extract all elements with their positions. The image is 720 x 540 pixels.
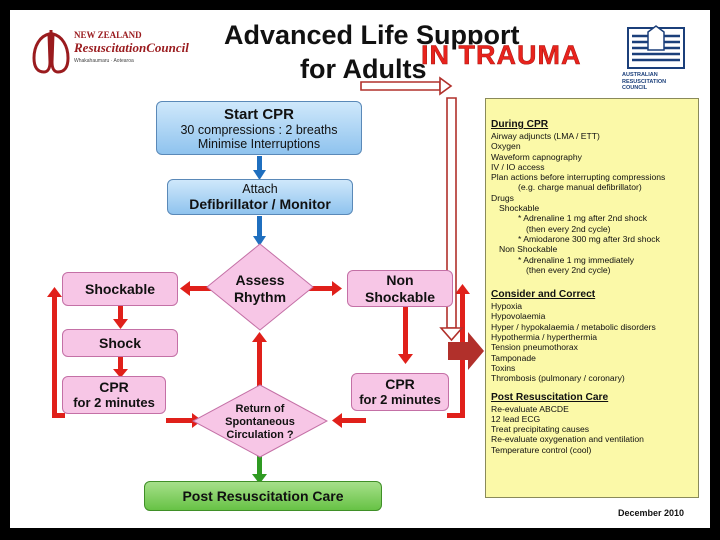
slide-card: NEW ZEALAND ResuscitationCouncil Whakaha… [10, 10, 710, 528]
arc-emblem-icon [627, 25, 685, 69]
consider-pointer-arrow [448, 332, 484, 370]
rosc-line2: Spontaneous [225, 416, 295, 428]
consider-item: Toxins [491, 362, 516, 373]
consider-item: Hypoxia [491, 301, 523, 312]
cpr-left-line2: for 2 minutes [73, 395, 155, 410]
cpr-right-box: CPR for 2 minutes [351, 373, 449, 411]
during-item: Oxygen [491, 141, 521, 152]
rosc-line1: Return of [235, 403, 285, 415]
rosc-line3: Circulation ? [226, 429, 294, 441]
nz-resuscitation-council-logo: NEW ZEALAND ResuscitationCouncil Whakaha… [30, 28, 195, 80]
panel-gap [491, 384, 694, 392]
during-item: (then every 2nd cycle) [526, 223, 611, 234]
in-trauma-overlay: IN TRAUMA [421, 40, 582, 71]
during-item: * Amiodarone 300 mg after 3rd shock [518, 233, 660, 244]
consider-item: Tamponade [491, 352, 536, 363]
consider-item: Tension pneumothorax [491, 342, 578, 353]
start-cpr-box: Start CPR 30 compressions : 2 breaths Mi… [156, 101, 362, 155]
date-footer: December 2010 [618, 508, 685, 518]
arc-logo-text: AUSTRALIAN RESUSCITATION COUNCIL [622, 72, 666, 92]
cpr-left-line1: CPR [99, 379, 129, 395]
lungs-icon [32, 30, 70, 74]
during-item: Waveform capnography [491, 151, 582, 162]
start-cpr-line2: Minimise Interruptions [197, 136, 321, 151]
during-item: Non Shockable [499, 244, 558, 255]
cpr-right-line2: for 2 minutes [359, 392, 441, 407]
nz-logo-line2: ResuscitationCouncil [74, 40, 189, 55]
non-shockable-line1: Non [386, 271, 414, 288]
arc-line2: RESUSCITATION [622, 78, 667, 85]
during-item: Airway adjuncts (LMA / ETT) [491, 131, 600, 141]
panel-top-gap [491, 105, 694, 119]
cpr-right-line1: CPR [385, 376, 415, 392]
arc-line1: AUSTRALIAN [622, 72, 658, 78]
assess-rhythm-label: Assess Rhythm [226, 272, 294, 306]
shock-label: Shock [98, 335, 141, 351]
info-panel: During CPR Airway adjuncts (LMA / ETT) O… [485, 98, 699, 498]
during-item: Shockable [499, 203, 540, 214]
during-item: Drugs [491, 192, 514, 203]
rosc-label: Return of Spontaneous Circulation ? [220, 403, 300, 442]
consider-item: Hypovolaemia [491, 311, 546, 322]
attach-defib-box: Attach Defibrillator / Monitor [167, 179, 353, 215]
attach-line1: Attach [242, 182, 278, 196]
cpr-left-box: CPR for 2 minutes [62, 376, 166, 414]
arc-logo: AUSTRALIAN RESUSCITATION COUNCIL [622, 24, 700, 104]
start-cpr-title: Start CPR [223, 105, 294, 123]
post-item: Treat precipitating causes [491, 424, 590, 435]
during-item: * Adrenaline 1 mg immediately [518, 254, 635, 265]
during-item: (e.g. charge manual defibrillator) [518, 182, 642, 193]
consider-item: Hypothermia / hyperthermia [491, 332, 598, 343]
attach-line2: Defibrillator / Monitor [189, 196, 331, 212]
start-cpr-line1: 30 compressions : 2 breaths [180, 122, 338, 137]
post-item: Re-evaluate oxygenation and ventilation [491, 434, 644, 445]
assess-rhythm-diamond [206, 243, 314, 331]
title-line1: Advanced Life Support [224, 20, 520, 50]
blue-arrows [253, 156, 266, 246]
shockable-box: Shockable [62, 272, 178, 306]
green-arrow [252, 456, 267, 484]
during-cpr-heading: During CPR [491, 119, 549, 130]
nz-logo-line3: Whakahaumaru · Aotearoa [74, 58, 134, 64]
panel-gap [491, 275, 694, 289]
during-item: IV / IO access [491, 161, 545, 172]
post-item: Re-evaluate ABCDE [491, 403, 569, 414]
nz-logo-line1: NEW ZEALAND [74, 30, 142, 40]
rosc-diamond [192, 384, 328, 458]
arc-line3: COUNCIL [622, 85, 648, 91]
non-shockable-box: Non Shockable [347, 270, 453, 307]
post-care-label: Post Resuscitation Care [182, 488, 344, 504]
post-item: Temperature control (cool) [491, 444, 592, 455]
consider-correct-heading: Consider and Correct [491, 289, 596, 301]
non-shockable-line2: Shockable [364, 288, 436, 305]
during-item: * Adrenaline 1 mg after 2nd shock [518, 213, 647, 224]
consider-item: Hyper / hypokalaemia / metabolic disorde… [491, 321, 656, 332]
post-resuscitation-heading: Post Resuscitation Care [491, 391, 609, 403]
post-resuscitation-care-box: Post Resuscitation Care [144, 481, 382, 511]
shock-box: Shock [62, 329, 178, 357]
during-item: Plan actions before interrupting compres… [491, 172, 666, 183]
post-item: 12 lead ECG [491, 413, 541, 424]
shockable-label: Shockable [84, 281, 156, 297]
assess-line1: Assess [235, 272, 285, 288]
during-item: (then every 2nd cycle) [526, 264, 611, 275]
title-line2: for Adults [300, 54, 427, 84]
assess-line2: Rhythm [233, 289, 287, 305]
consider-item: Thrombosis (pulmonary / coronary) [491, 373, 625, 384]
